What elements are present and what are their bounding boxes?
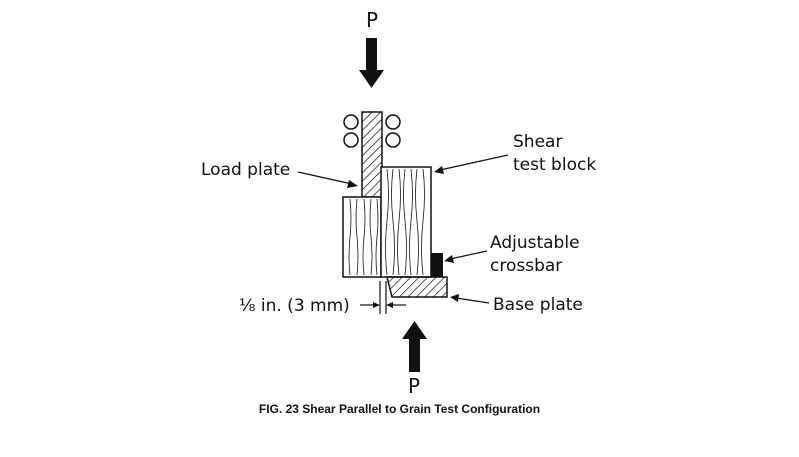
adjustable-crossbar [431,253,443,277]
leader-lines [297,154,509,304]
crossbar-label-line1: Adjustable [490,233,580,253]
left-wood-block [342,196,382,278]
load-label-bottom: P [408,374,420,398]
load-arrow-up-icon [402,321,427,372]
gap-marker [360,281,406,314]
load-arrow-down-icon [359,38,384,88]
base-plate-label: Base plate [493,295,583,315]
shear-block-label-line2: test block [513,155,596,175]
gap-label: ⅛ in. (3 mm) [239,296,350,316]
load-plate-label: Load plate [201,160,290,180]
base-plate [386,276,448,298]
crossbar-label-line2: crossbar [490,256,562,276]
roller-circles [343,114,401,148]
shear-block-label-line1: Shear [513,132,562,152]
shear-test-block [380,166,432,278]
load-label-top: P [366,8,378,32]
load-plate [361,111,383,198]
figure-caption: FIG. 23 Shear Parallel to Grain Test Con… [258,402,541,416]
